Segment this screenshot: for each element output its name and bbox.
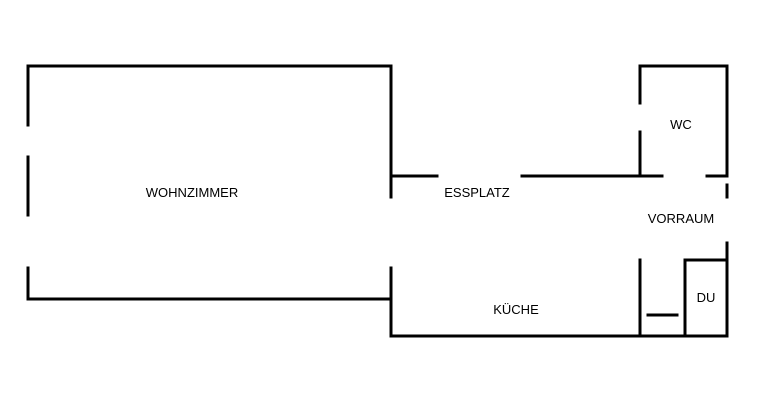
kueche-walls — [389, 258, 642, 338]
wc-label: WC — [670, 117, 692, 132]
du-walls — [638, 258, 729, 338]
vorraum-label: VORRAUM — [648, 211, 714, 226]
essplatz-label: ESSPLATZ — [444, 185, 510, 200]
du-label: DU — [697, 290, 716, 305]
wc-walls — [638, 64, 729, 178]
kueche-label: KÜCHE — [493, 302, 539, 317]
room-labels: WOHNZIMMER ESSPLATZ WC VORRAUM KÜCHE DU — [146, 117, 716, 317]
wohnzimmer-walls — [26, 64, 393, 301]
wohnzimmer-label: WOHNZIMMER — [146, 185, 238, 200]
